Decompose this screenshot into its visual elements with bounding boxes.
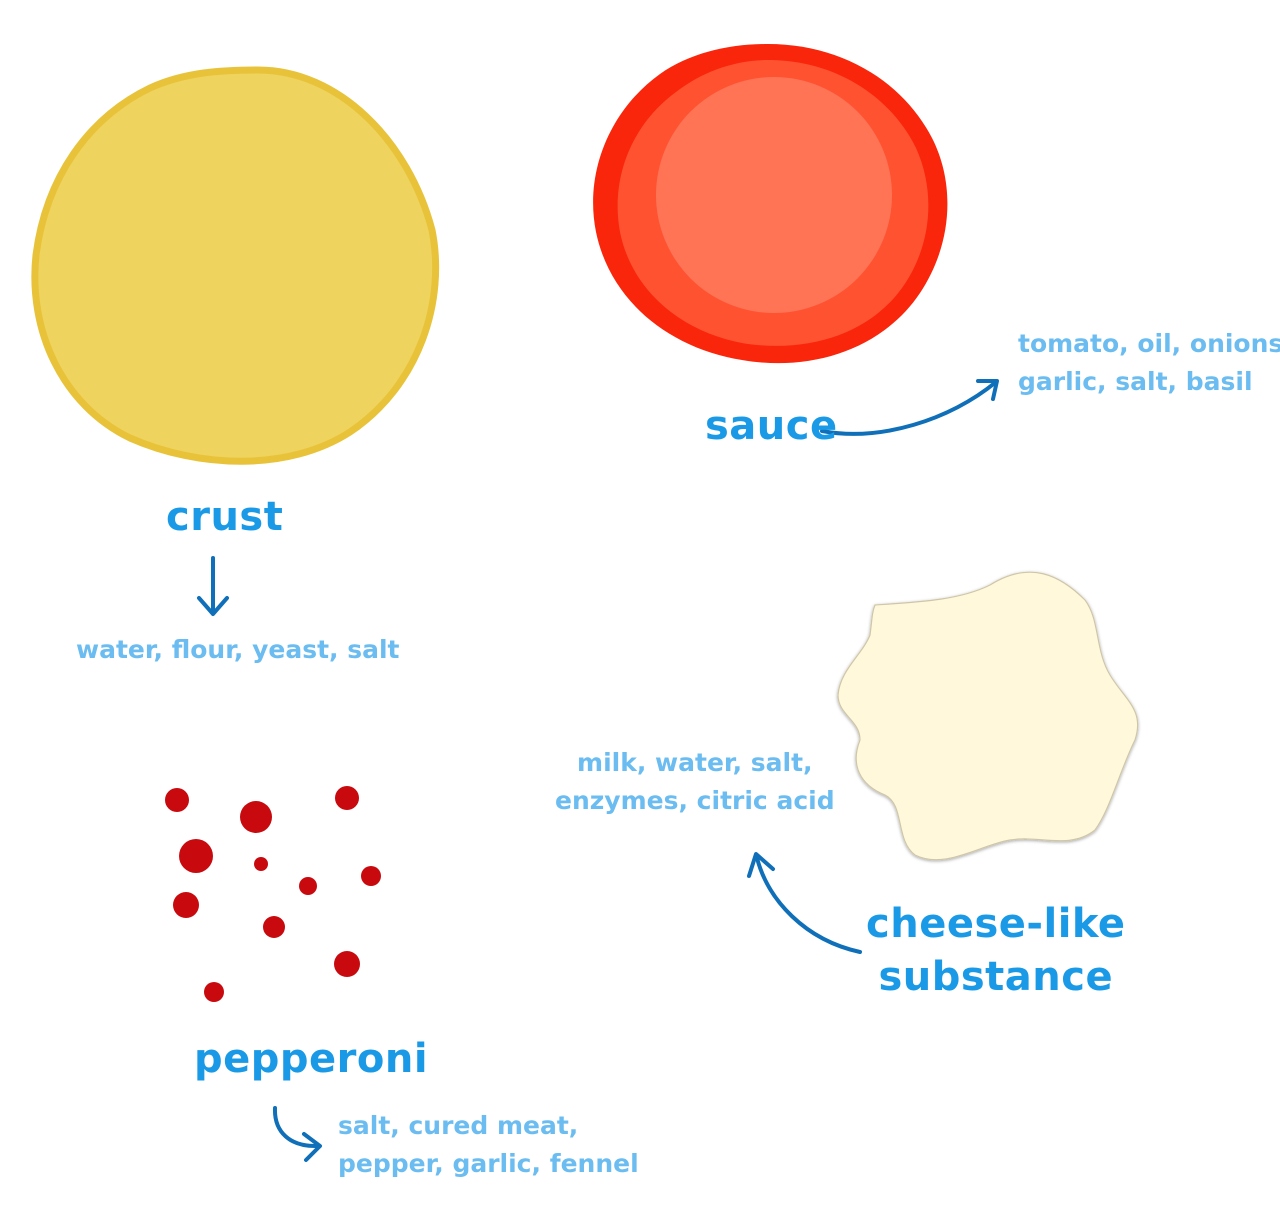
pepperoni-dot — [335, 786, 359, 810]
pepperoni-dot — [240, 801, 272, 833]
pepperoni-label: pepperoni — [194, 1036, 429, 1082]
pepperoni-dots — [165, 786, 381, 1002]
sauce-ingredients-line: tomato, oil, onions, — [1018, 329, 1280, 358]
pepperoni-dot — [165, 788, 189, 812]
pepperoni-dot — [334, 951, 360, 977]
cheese-ingredients: milk, water, salt, enzymes, citric acid — [555, 744, 835, 820]
sauce-ingredients: tomato, oil, onions, garlic, salt, basil — [1018, 325, 1280, 401]
sauce-shape — [593, 44, 948, 364]
pepperoni-dot — [361, 866, 381, 886]
crust-shape — [31, 66, 440, 465]
cheese-label: cheese-like substance — [866, 898, 1126, 1004]
pepperoni-ingredients: salt, cured meat, pepper, garlic, fennel — [338, 1107, 639, 1183]
crust-ingredients-line: water, flour, yeast, salt — [76, 635, 400, 664]
cheese-label-line: substance — [878, 954, 1114, 1000]
cheese-ingredients-line: enzymes, citric acid — [555, 786, 835, 815]
cheese-ingredients-line: milk, water, salt, — [577, 748, 813, 777]
pepperoni-dot — [299, 877, 317, 895]
cheese-arrow — [747, 852, 862, 954]
pepperoni-dot — [179, 839, 213, 873]
sauce-ingredients-line: garlic, salt, basil — [1018, 367, 1253, 396]
pepperoni-dot — [173, 892, 199, 918]
pepperoni-dot — [254, 857, 268, 871]
pepperoni-ingredients-line: pepper, garlic, fennel — [338, 1149, 639, 1178]
pepperoni-ingredients-line: salt, cured meat, — [338, 1111, 579, 1140]
crust-arrow — [197, 556, 229, 616]
cheese-label-line: cheese-like — [866, 901, 1126, 947]
pepperoni-arrow — [272, 1106, 322, 1162]
pepperoni-dot — [204, 982, 224, 1002]
sauce-label: sauce — [705, 403, 838, 449]
crust-label: crust — [166, 494, 284, 540]
crust-ingredients: water, flour, yeast, salt — [76, 631, 400, 669]
sauce-arrow — [820, 379, 999, 436]
pepperoni-dot — [263, 916, 285, 938]
cheese-shape — [837, 571, 1139, 861]
